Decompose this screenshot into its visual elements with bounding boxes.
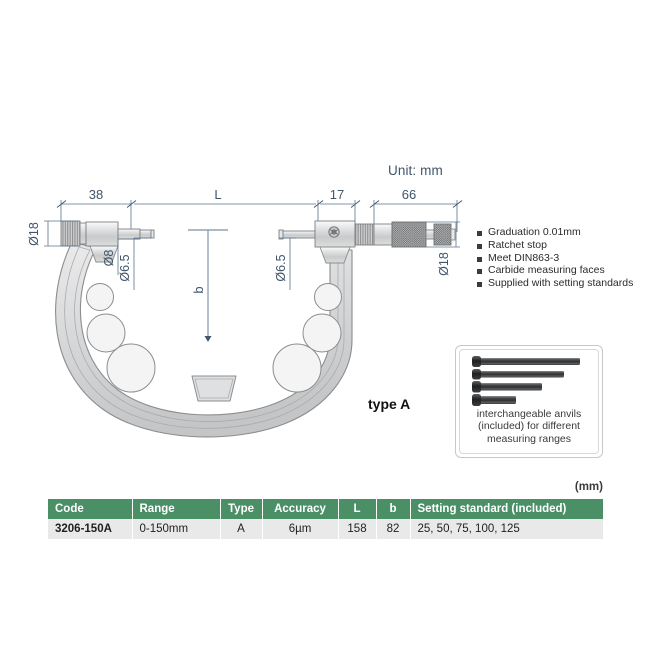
bullet-icon	[477, 269, 482, 275]
anvil-rod	[472, 381, 542, 393]
col-header-code: Code	[48, 499, 133, 519]
col-header-accuracy: Accuracy	[262, 499, 339, 519]
list-item: Graduation 0.01mm	[477, 226, 647, 238]
anvil-caption-line: (included) for different	[478, 420, 580, 433]
specification-table: Code Range Type Accuracy L b Setting sta…	[48, 499, 603, 539]
col-header-l: L	[338, 499, 377, 519]
dim-depth-arrow	[204, 336, 212, 342]
dim-left-length: 38	[89, 187, 103, 202]
feature-text: Carbide measuring faces	[488, 264, 605, 277]
frame-holes-left	[86, 283, 156, 393]
anvil-inset-caption: interchangeable anvils (included) for di…	[460, 408, 598, 445]
interchangeable-anvils-inset: interchangeable anvils (included) for di…	[455, 345, 603, 458]
list-item: Carbide measuring faces	[477, 264, 647, 276]
unit-mm-note: (mm)	[574, 481, 603, 493]
dim-dia-right-thimble: Ø18	[437, 252, 451, 276]
anvil-rod	[472, 394, 516, 406]
cell-code: 3206-150A	[48, 519, 133, 539]
table-row: 3206-150A 0-150mm A 6µm 158 82 25, 50, 7…	[48, 519, 603, 539]
cell-range: 0-150mm	[132, 519, 221, 539]
list-item: Ratchet stop	[477, 239, 647, 251]
right-spindle-assembly	[278, 220, 456, 264]
dim-dia-left-cap: Ø18	[27, 222, 41, 246]
cell-type: A	[220, 519, 263, 539]
bullet-icon	[477, 231, 482, 236]
unit-label: Unit: mm	[388, 163, 443, 178]
dimension-ticks	[56, 200, 463, 208]
anvil-caption-line: interchangeable anvils	[476, 408, 582, 420]
feature-list: Graduation 0.01mm Ratchet stop Meet DIN8…	[477, 226, 647, 290]
bullet-icon	[477, 282, 482, 288]
micrometer-technical-drawing: 38 L 17 66	[27, 187, 463, 438]
dim-dia-left-anvil-body: Ø8	[102, 250, 116, 267]
dim-depth-line	[188, 229, 228, 340]
feature-text: Ratchet stop	[488, 238, 547, 251]
cell-setting-standard: 25, 50, 75, 100, 125	[410, 519, 603, 539]
type-label: type A	[368, 396, 411, 412]
cell-accuracy: 6µm	[262, 519, 339, 539]
dim-thimble: 66	[402, 187, 416, 202]
feature-text: Meet DIN863-3	[488, 251, 560, 264]
feature-text: Supplied with setting standards	[488, 277, 634, 290]
anvil-rods-illustration	[472, 356, 580, 406]
dim-dia-spindle: Ø6.5	[274, 254, 288, 281]
bullet-icon	[477, 256, 482, 262]
dim-dia-left-anvil-tip: Ø6.5	[118, 254, 132, 281]
col-header-range: Range	[132, 499, 221, 519]
list-item: Supplied with setting standards	[477, 277, 647, 289]
dim-sleeve: 17	[330, 187, 344, 202]
feature-text: Graduation 0.01mm	[488, 226, 581, 238]
frame-nameplate	[191, 375, 237, 402]
col-header-type: Type	[220, 499, 263, 519]
frame-holes-right	[272, 283, 342, 393]
anvil-caption-line: measuring ranges	[486, 432, 572, 445]
list-item: Meet DIN863-3	[477, 252, 647, 264]
anvil-inset-inner: interchangeable anvils (included) for di…	[459, 349, 599, 454]
bullet-icon	[477, 243, 482, 249]
anvil-rod	[472, 356, 580, 367]
table-header-row: Code Range Type Accuracy L b Setting sta…	[48, 499, 603, 519]
col-header-setting-standard: Setting standard (included)	[410, 499, 603, 519]
dim-depth: b	[191, 286, 206, 293]
dim-span: L	[214, 187, 221, 202]
col-header-b: b	[376, 499, 411, 519]
anvil-rod	[472, 369, 564, 380]
cell-b: 82	[376, 519, 411, 539]
cell-l: 158	[338, 519, 377, 539]
